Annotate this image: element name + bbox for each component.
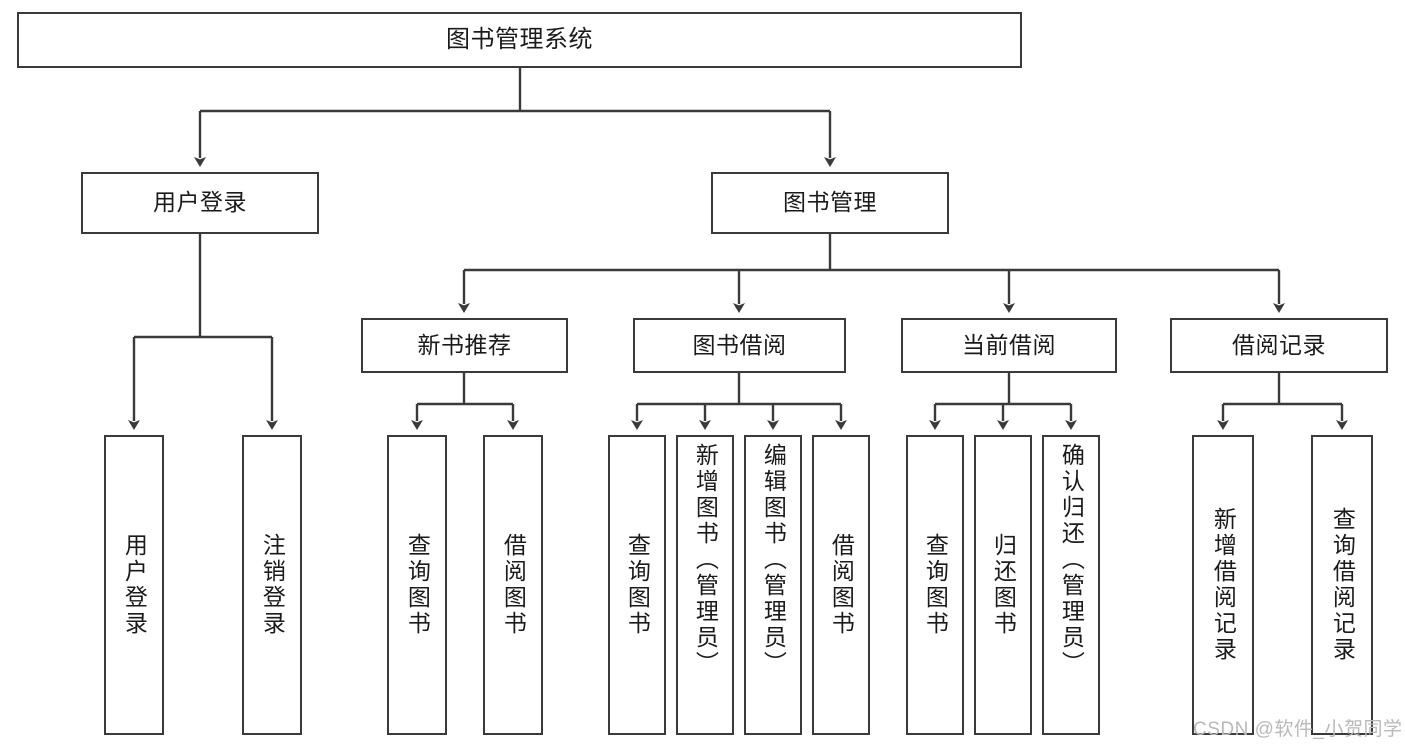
node-label: 新增图书（管理员） bbox=[692, 443, 719, 677]
leaf-query-books-current[interactable]: 查询图书 bbox=[906, 435, 964, 735]
leaf-return-books[interactable]: 归还图书 bbox=[974, 435, 1032, 735]
node-root-system[interactable]: 图书管理系统 bbox=[17, 12, 1022, 68]
leaf-add-borrow-record[interactable]: 新增借阅记录 bbox=[1192, 435, 1254, 735]
node-book-management[interactable]: 图书管理 bbox=[711, 172, 949, 234]
leaf-confirm-return-admin[interactable]: 确认归还（管理员） bbox=[1042, 435, 1100, 735]
node-book-borrow[interactable]: 图书借阅 bbox=[633, 318, 846, 373]
node-new-book-recommend[interactable]: 新书推荐 bbox=[361, 318, 568, 373]
node-label: 查询图书 bbox=[404, 533, 431, 637]
node-label: 当前借阅 bbox=[962, 331, 1056, 358]
leaf-query-books-borrow[interactable]: 查询图书 bbox=[608, 435, 666, 735]
leaf-borrow-books-recommend[interactable]: 借阅图书 bbox=[483, 435, 543, 735]
leaf-user-login[interactable]: 用户登录 bbox=[104, 435, 164, 735]
node-label: 借阅图书 bbox=[500, 533, 527, 637]
node-label: 编辑图书（管理员） bbox=[760, 443, 787, 677]
leaf-borrow-books[interactable]: 借阅图书 bbox=[812, 435, 870, 735]
leaf-query-borrow-record[interactable]: 查询借阅记录 bbox=[1311, 435, 1373, 735]
leaf-edit-book-admin[interactable]: 编辑图书（管理员） bbox=[744, 435, 802, 735]
node-label: 查询借阅记录 bbox=[1329, 507, 1356, 663]
node-label: 确认归还（管理员） bbox=[1058, 443, 1085, 677]
node-borrow-record[interactable]: 借阅记录 bbox=[1170, 318, 1388, 373]
node-label: 借阅记录 bbox=[1232, 331, 1326, 358]
node-label: 归还图书 bbox=[990, 533, 1017, 637]
node-label: 用户登录 bbox=[121, 533, 148, 637]
node-label: 查询图书 bbox=[922, 533, 949, 637]
node-label: 新书推荐 bbox=[417, 331, 512, 358]
node-label: 借阅图书 bbox=[828, 533, 855, 637]
watermark-csdn: CSDN @软件_小贺同学 bbox=[1193, 719, 1403, 740]
node-label: 新增借阅记录 bbox=[1210, 507, 1237, 663]
node-current-borrow[interactable]: 当前借阅 bbox=[901, 318, 1117, 373]
leaf-query-books-recommend[interactable]: 查询图书 bbox=[387, 435, 447, 735]
node-label: 用户登录 bbox=[153, 189, 247, 216]
node-label: 图书借阅 bbox=[692, 331, 787, 358]
node-user-login[interactable]: 用户登录 bbox=[81, 172, 319, 234]
node-label: 图书管理 bbox=[783, 189, 877, 216]
leaf-logout[interactable]: 注销登录 bbox=[242, 435, 302, 735]
node-label: 查询图书 bbox=[624, 533, 651, 637]
node-label: 注销登录 bbox=[259, 533, 286, 637]
leaf-add-book-admin[interactable]: 新增图书（管理员） bbox=[676, 435, 734, 735]
node-label: 图书管理系统 bbox=[446, 25, 593, 53]
